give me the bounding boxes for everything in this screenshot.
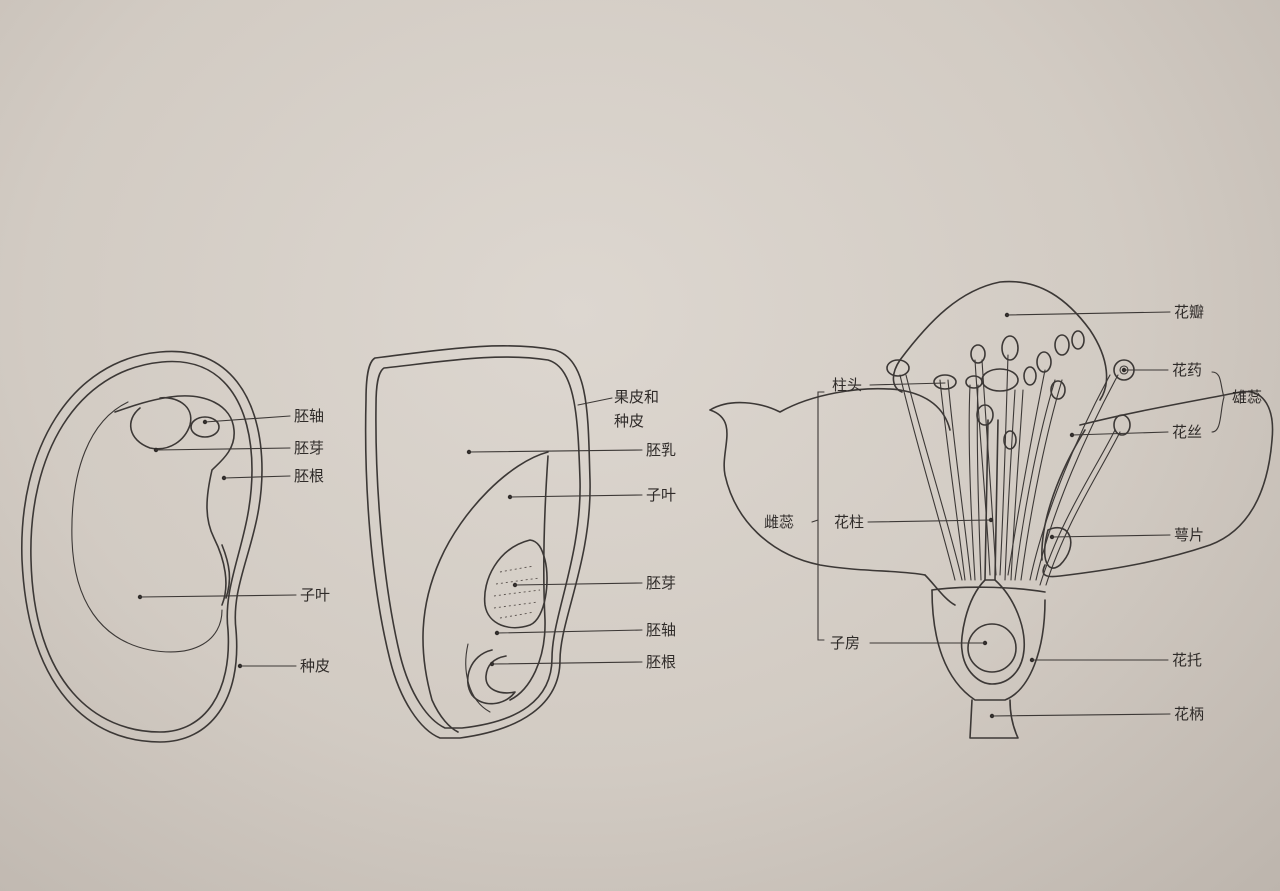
bean-plumule-leaf <box>129 396 192 450</box>
corn-scutellum-edge <box>509 455 549 701</box>
corn-label-endosperm: 胚乳 <box>646 441 676 459</box>
stamen-bracket <box>1211 371 1225 433</box>
pistil-bracket <box>811 391 825 641</box>
bean-seed-coat-inner <box>30 360 253 733</box>
flower-label-filament: 花丝 <box>1172 423 1202 441</box>
corn-label-hypocotyl: 胚轴 <box>646 621 676 639</box>
bean-label-seed-coat: 种皮 <box>300 657 330 675</box>
bean-label-hypocotyl: 胚轴 <box>294 407 324 425</box>
corn-label-pericarp-line2: 种皮 <box>614 412 644 430</box>
bean-label-radicle: 胚根 <box>294 467 324 485</box>
bean-hypocotyl-bulb <box>190 416 220 438</box>
corn-pericarp-outline <box>364 345 591 739</box>
corn-pericarp-inner <box>375 356 581 729</box>
corn-radicle-hook <box>467 649 516 705</box>
flower-right-petal <box>1042 390 1274 578</box>
bean-seed-coat-outline <box>21 350 263 743</box>
flower-label-sepal: 萼片 <box>1174 526 1204 544</box>
flower-ovule <box>967 623 1017 673</box>
flower-receptacle <box>931 589 1046 701</box>
flower-back-petal <box>899 280 1108 401</box>
corn-seed-diagram: 果皮和 种皮 胚乳 子叶 胚芽 胚轴 胚根 <box>364 345 676 739</box>
flower-ovary <box>960 579 1025 685</box>
bean-label-cotyledon: 子叶 <box>300 586 330 604</box>
corn-label-plumule: 胚芽 <box>646 574 676 592</box>
bean-embryo-shape <box>114 395 235 606</box>
corn-label-pericarp-line1: 果皮和 <box>614 388 659 406</box>
flower-label-ovary: 子房 <box>830 634 860 652</box>
flower-sepal <box>1044 527 1072 569</box>
flower-diagram: 花瓣 柱头 花药 雄蕊 花丝 雌蕊 花柱 萼片 子房 花托 花柄 <box>709 280 1274 739</box>
bean-radicle-stripe <box>221 544 231 599</box>
flower-label-anther: 花药 <box>1172 361 1202 379</box>
corn-embryo-boundary <box>422 451 549 733</box>
corn-label-radicle: 胚根 <box>646 653 676 671</box>
flower-stamens <box>886 330 1135 586</box>
corn-plumule-outline <box>483 539 548 629</box>
flower-label-stigma: 柱头 <box>832 376 862 394</box>
flower-label-style: 花柱 <box>834 513 864 531</box>
corn-label-cotyledon: 子叶 <box>646 486 676 504</box>
flower-left-petal <box>709 387 951 576</box>
flower-pedicel <box>969 699 1019 739</box>
bean-cotyledon-edge <box>71 401 223 653</box>
flower-label-pedicel: 花柄 <box>1174 705 1204 723</box>
flower-label-pistil-group: 雌蕊 <box>764 513 794 531</box>
flower-label-stamen-group: 雄蕊 <box>1232 388 1262 406</box>
bean-seed-diagram: 胚轴 胚芽 胚根 子叶 种皮 <box>21 350 330 743</box>
flower-label-receptacle: 花托 <box>1172 651 1202 669</box>
flower-label-petal: 花瓣 <box>1174 303 1204 321</box>
bean-label-plumule: 胚芽 <box>294 439 324 457</box>
